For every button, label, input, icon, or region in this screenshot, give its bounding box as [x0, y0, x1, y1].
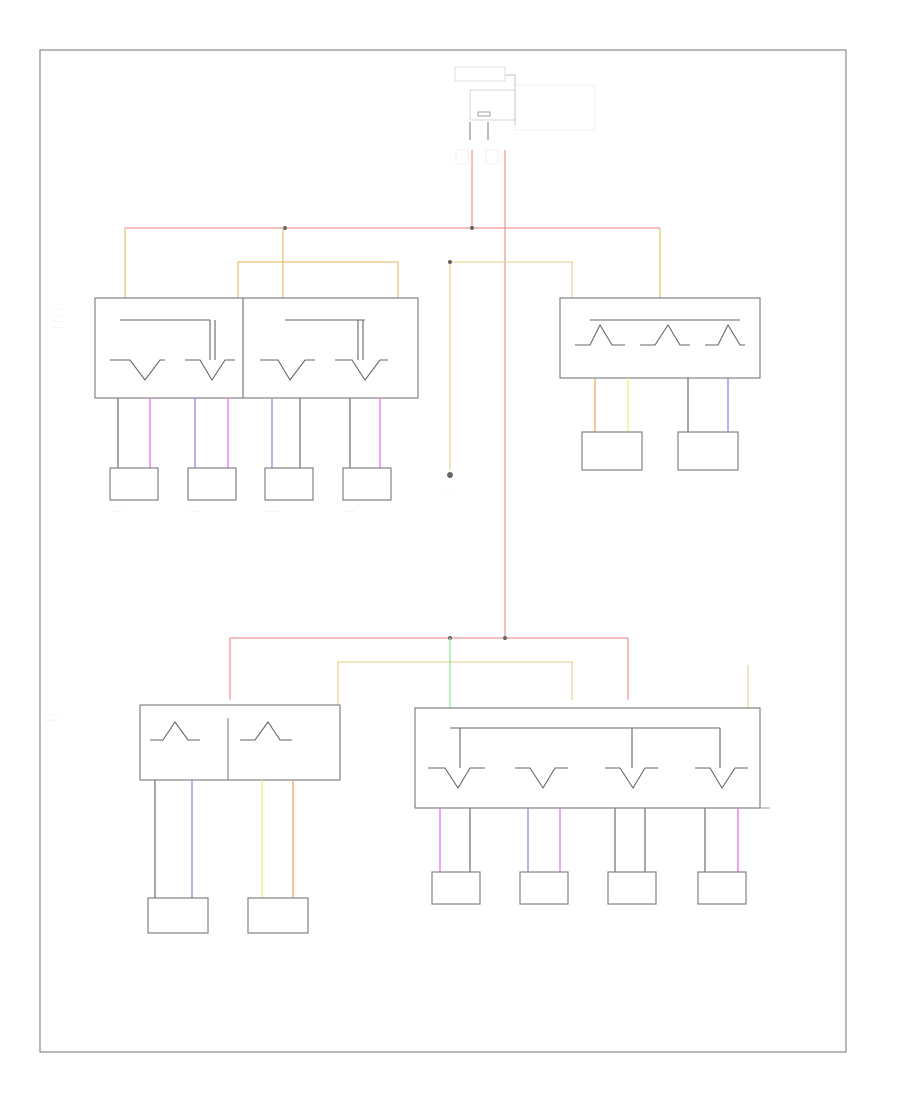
svg-text:. . . . . .: . . . . . . — [53, 307, 65, 311]
svg-text:. . . . . . .: . . . . . . . — [110, 509, 124, 513]
svg-text:. . . . . .: . . . . . . — [343, 509, 355, 513]
motor-icon — [147, 897, 209, 934]
motor-icon — [247, 897, 309, 934]
motor-icon — [581, 431, 643, 471]
bottom-right-motor-wires — [439, 808, 739, 872]
svg-text:. . . . . .: . . . . . . — [45, 718, 57, 722]
splice-dot-icon — [448, 260, 452, 264]
motor-icon — [109, 467, 159, 501]
splice-dot-icon — [503, 636, 507, 640]
svg-text:. . . .: . . . . — [445, 492, 453, 496]
rear-right-seat-switch-block — [559, 297, 761, 379]
motor-icon — [187, 467, 237, 501]
fuse-icon — [477, 111, 491, 117]
bottom-left-motor-wires — [154, 780, 294, 898]
ground-feed-tan-top — [449, 261, 573, 470]
power-feed-orange-top — [124, 228, 661, 298]
motor-icon — [431, 871, 481, 905]
ground-icon — [447, 472, 453, 478]
rear-seat-switch-block: . . . . . . . . . . . . . . . . . . . . … — [53, 297, 419, 399]
bottom-right-motors — [431, 871, 747, 905]
splice-dot-icon — [470, 226, 474, 230]
svg-text:. . . . .: . . . . . — [53, 313, 63, 317]
motor-icon — [264, 467, 314, 501]
top-right-motor-wires — [594, 378, 729, 432]
motor-icon — [607, 871, 657, 905]
diagram-frame — [39, 49, 847, 1053]
motor-icon — [697, 871, 747, 905]
power-feed-red — [125, 150, 660, 700]
ground-feed-tan-bottom — [337, 661, 573, 705]
front-passenger-seat-switch — [414, 707, 770, 809]
svg-text:. . . . .: . . . . . — [188, 509, 198, 513]
front-passenger-lumbar-switch: . . . . . . . . . . . . . — [45, 704, 341, 781]
motor-icon — [677, 431, 739, 471]
svg-text:. . . . . .: . . . . . . — [53, 319, 65, 323]
power-source-fuse — [454, 66, 596, 165]
motor-icon — [519, 871, 569, 905]
svg-text:. . . .: . . . . — [53, 325, 61, 329]
svg-text:. . . . . . .: . . . . . . . — [265, 509, 279, 513]
top-left-motors: . . . . . . . . . . . . . . . . . . . . … — [109, 467, 392, 513]
svg-text:. . . . . . .: . . . . . . . — [45, 712, 59, 716]
splice-dot-icon — [283, 226, 287, 230]
top-left-motor-wires — [117, 398, 381, 468]
motor-icon — [342, 467, 392, 501]
